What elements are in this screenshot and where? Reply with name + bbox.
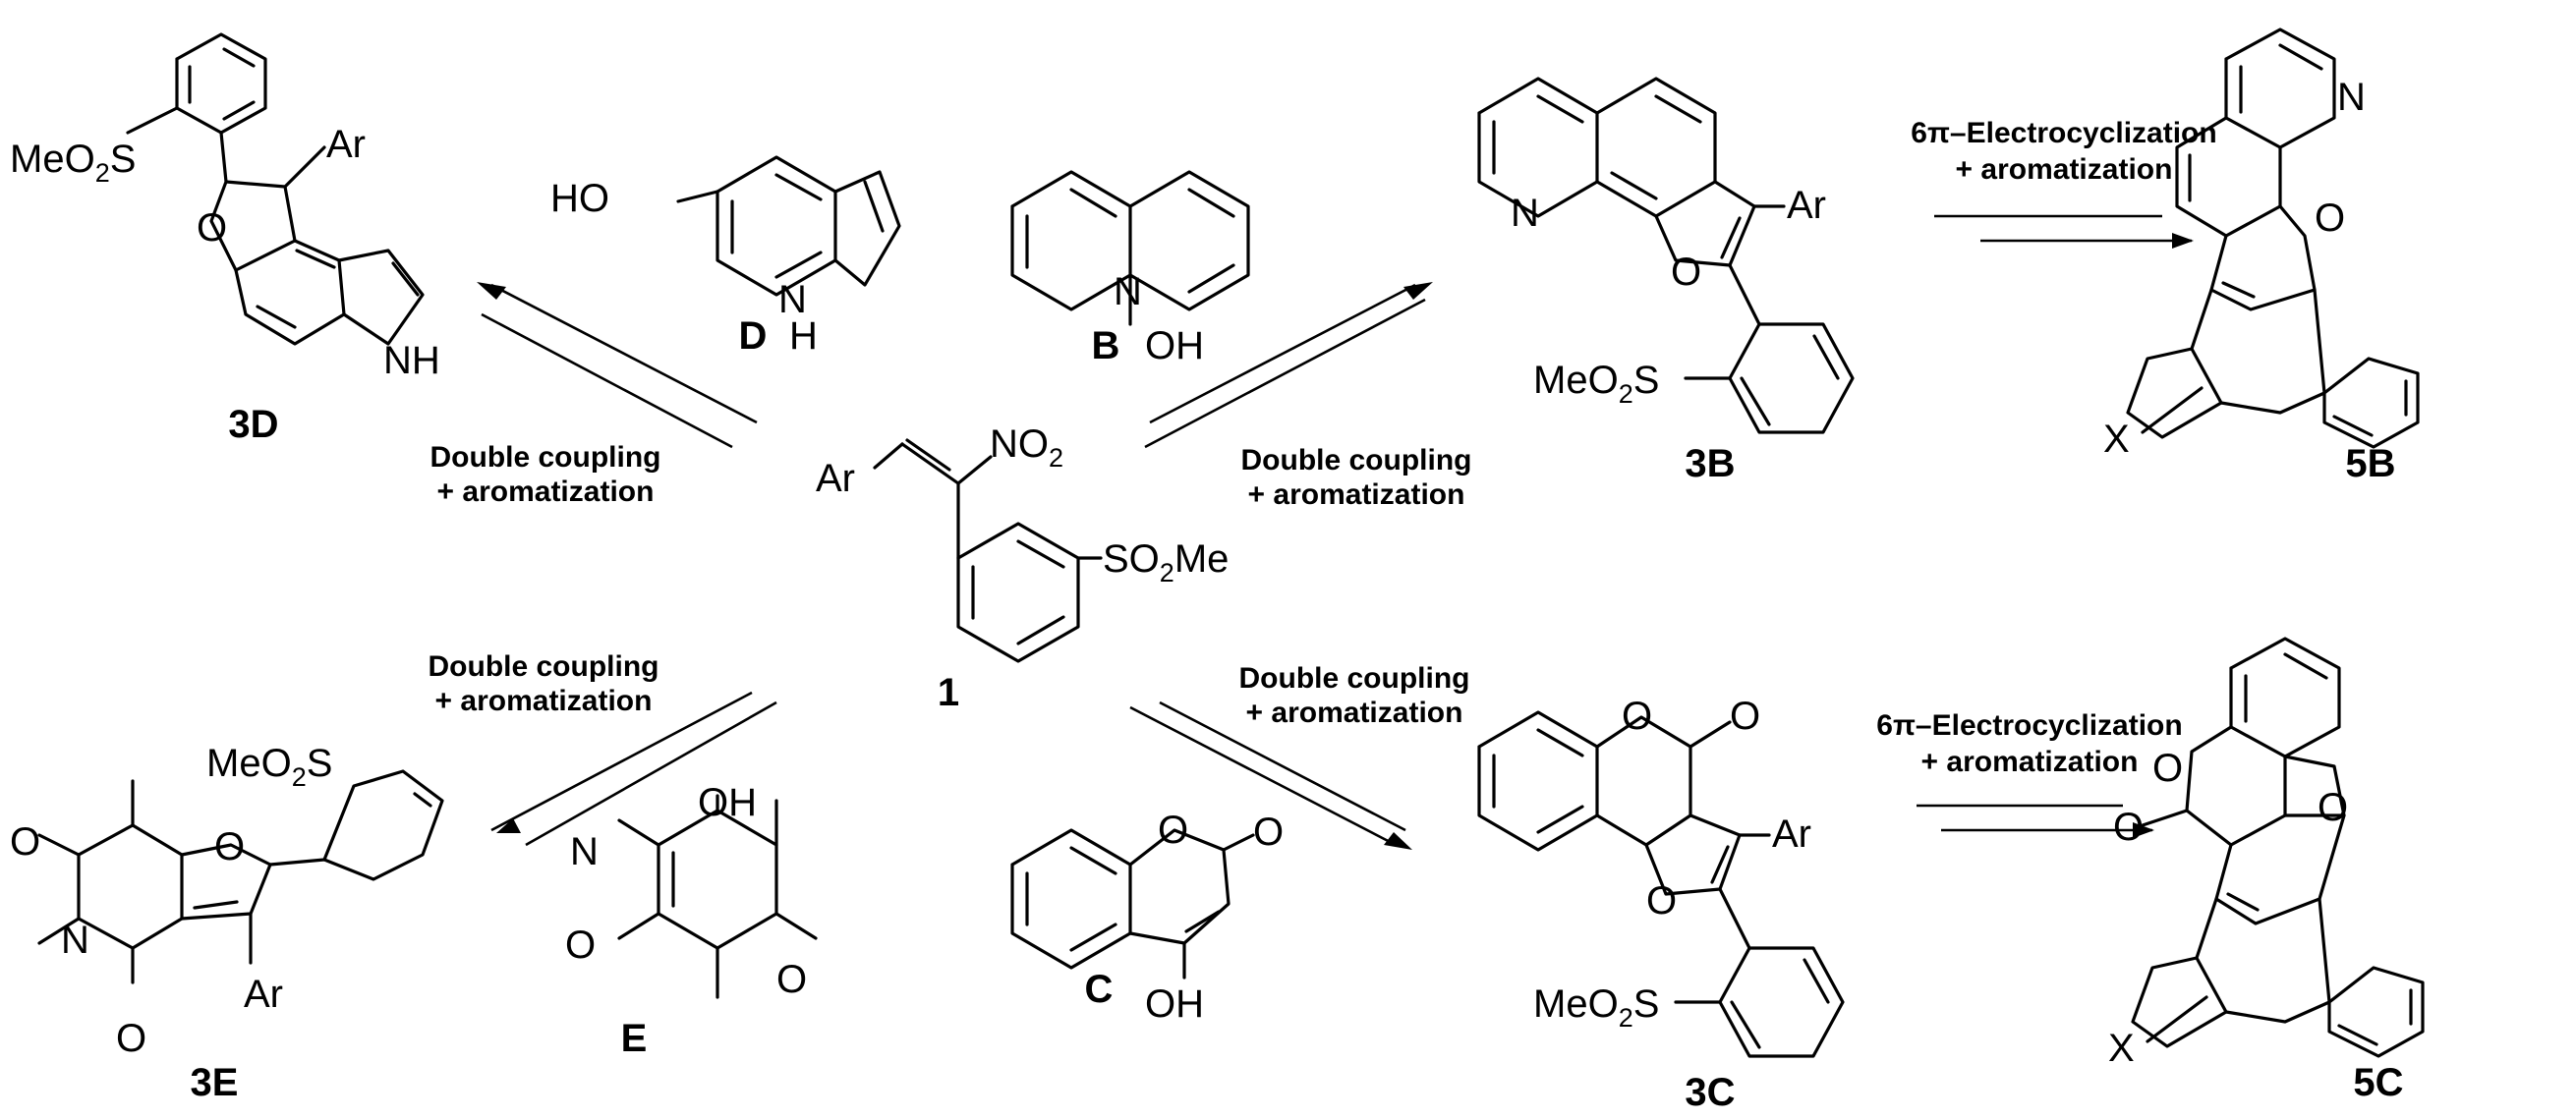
condition-to-5b: 6π–Electrocyclization + aromatization bbox=[1911, 117, 2216, 186]
h-label: H bbox=[789, 314, 818, 358]
furan-o-label: O bbox=[214, 825, 245, 868]
compound-label-b: B bbox=[1092, 324, 1120, 367]
quinoline-n-label: N bbox=[1511, 192, 1539, 235]
hydroxy-label: HO bbox=[550, 177, 609, 220]
compound-label-5c: 5C bbox=[2353, 1061, 2403, 1104]
compound-label-c: C bbox=[1085, 968, 1114, 1011]
reagent-d: HO N H D bbox=[550, 155, 901, 358]
ar-label: Ar bbox=[326, 123, 366, 166]
x-substituent-label: X bbox=[2108, 1027, 2135, 1070]
condition-aromatization: + aromatization bbox=[1921, 746, 2139, 778]
carbonyl-o-label: O bbox=[10, 820, 40, 864]
condition-to-3d: Double coupling + aromatization bbox=[430, 441, 661, 508]
condition-aromatization: + aromatization bbox=[1248, 478, 1465, 511]
carbonyl-o-label: O bbox=[776, 958, 807, 1001]
product-3d: MeO2S Ar O NH 3D bbox=[10, 32, 440, 446]
condition-to-5c: 6π–Electrocyclization + aromatization bbox=[1876, 709, 2182, 778]
lactone-o-label: O bbox=[1622, 695, 1652, 738]
condition-aromatization: + aromatization bbox=[435, 685, 653, 717]
carbonyl-o-label: O bbox=[1730, 695, 1760, 738]
arrow-to-3d bbox=[477, 282, 758, 449]
furan-o-label: O bbox=[2318, 786, 2348, 829]
condition-to-3e: Double coupling + aromatization bbox=[429, 650, 659, 717]
n-label: N bbox=[61, 919, 89, 962]
ar-label: Ar bbox=[1787, 184, 1826, 227]
sulfonyl-label: MeO2S bbox=[206, 742, 332, 792]
arrow-to-5c bbox=[1917, 804, 2154, 838]
nitro-label: NO2 bbox=[990, 422, 1063, 473]
compound-label-3b: 3B bbox=[1685, 442, 1735, 485]
carbonyl-o-label: O bbox=[565, 924, 596, 967]
nh-label: N bbox=[778, 278, 807, 321]
product-5b: N O X 5B bbox=[2103, 28, 2420, 485]
compound-1: Ar NO2 SO2Me 1 bbox=[816, 422, 1229, 714]
furan-o-label: O bbox=[197, 206, 227, 250]
ar-label: Ar bbox=[1772, 812, 1811, 856]
n-label: N bbox=[570, 830, 599, 873]
product-3b: N O Ar MeO2S 3B bbox=[1477, 77, 1855, 485]
carbonyl-o-label: O bbox=[1253, 811, 1284, 854]
reagent-c: O O OH C bbox=[1010, 809, 1284, 1026]
product-3e: O N O O Ar MeO2S 3E bbox=[10, 742, 444, 1104]
condition-double-coupling: Double coupling bbox=[429, 650, 659, 683]
arrow-to-5b bbox=[1934, 214, 2194, 249]
furan-o-label: O bbox=[1671, 251, 1701, 294]
sulfonyl-label: MeO2S bbox=[10, 138, 136, 188]
compound-label-e: E bbox=[621, 1017, 648, 1060]
product-3c: O O O Ar MeO2S 3C bbox=[1477, 695, 1845, 1114]
x-substituent-label: X bbox=[2103, 418, 2130, 461]
condition-double-coupling: Double coupling bbox=[1241, 444, 1472, 476]
compound-label-d: D bbox=[739, 314, 768, 358]
arrow-to-3c bbox=[1129, 700, 1412, 850]
compound-label-5b: 5B bbox=[2345, 442, 2395, 485]
condition-aromatization: + aromatization bbox=[437, 476, 655, 508]
compound-label-3c: 3C bbox=[1685, 1071, 1735, 1114]
reagent-b: N OH B bbox=[1010, 170, 1250, 367]
condition-to-3b: Double coupling + aromatization bbox=[1241, 444, 1472, 511]
sulfonyl-label: MeO2S bbox=[1533, 982, 1659, 1033]
carbonyl-o-label: O bbox=[116, 1017, 146, 1060]
product-5c: O O O X 5C bbox=[2108, 637, 2425, 1104]
quinoline-n-label: N bbox=[1114, 270, 1142, 313]
condition-electrocyclization: 6π–Electrocyclization bbox=[1876, 709, 2182, 742]
arrow-to-3b bbox=[1144, 282, 1433, 449]
arrow-to-3e bbox=[490, 691, 777, 847]
compound-label-1: 1 bbox=[938, 671, 959, 714]
condition-to-3c: Double coupling + aromatization bbox=[1239, 662, 1470, 729]
compound-label-3d: 3D bbox=[228, 403, 278, 446]
hydroxy-label: OH bbox=[698, 781, 757, 824]
condition-double-coupling: Double coupling bbox=[430, 441, 661, 474]
indole-nh-label: NH bbox=[383, 339, 440, 382]
sulfonyl-label: SO2Me bbox=[1103, 537, 1229, 588]
lactone-o-label: O bbox=[2152, 747, 2183, 790]
hydroxy-label: OH bbox=[1145, 324, 1204, 367]
pyridine-n-label: N bbox=[2337, 76, 2366, 119]
furan-o-label: O bbox=[1646, 879, 1677, 923]
ar-label: Ar bbox=[816, 457, 855, 500]
condition-electrocyclization: 6π–Electrocyclization bbox=[1911, 117, 2216, 149]
furan-o-label: O bbox=[2315, 196, 2345, 240]
ar-label: Ar bbox=[244, 973, 283, 1016]
reagent-e: N O OH O E bbox=[565, 781, 818, 1060]
condition-aromatization: + aromatization bbox=[1956, 153, 2173, 186]
condition-aromatization: + aromatization bbox=[1246, 697, 1463, 729]
hydroxy-label: OH bbox=[1145, 982, 1204, 1026]
sulfonyl-label: MeO2S bbox=[1533, 359, 1659, 409]
compound-label-3e: 3E bbox=[191, 1061, 239, 1104]
condition-double-coupling: Double coupling bbox=[1239, 662, 1470, 695]
lactone-o-label: O bbox=[1158, 809, 1188, 852]
